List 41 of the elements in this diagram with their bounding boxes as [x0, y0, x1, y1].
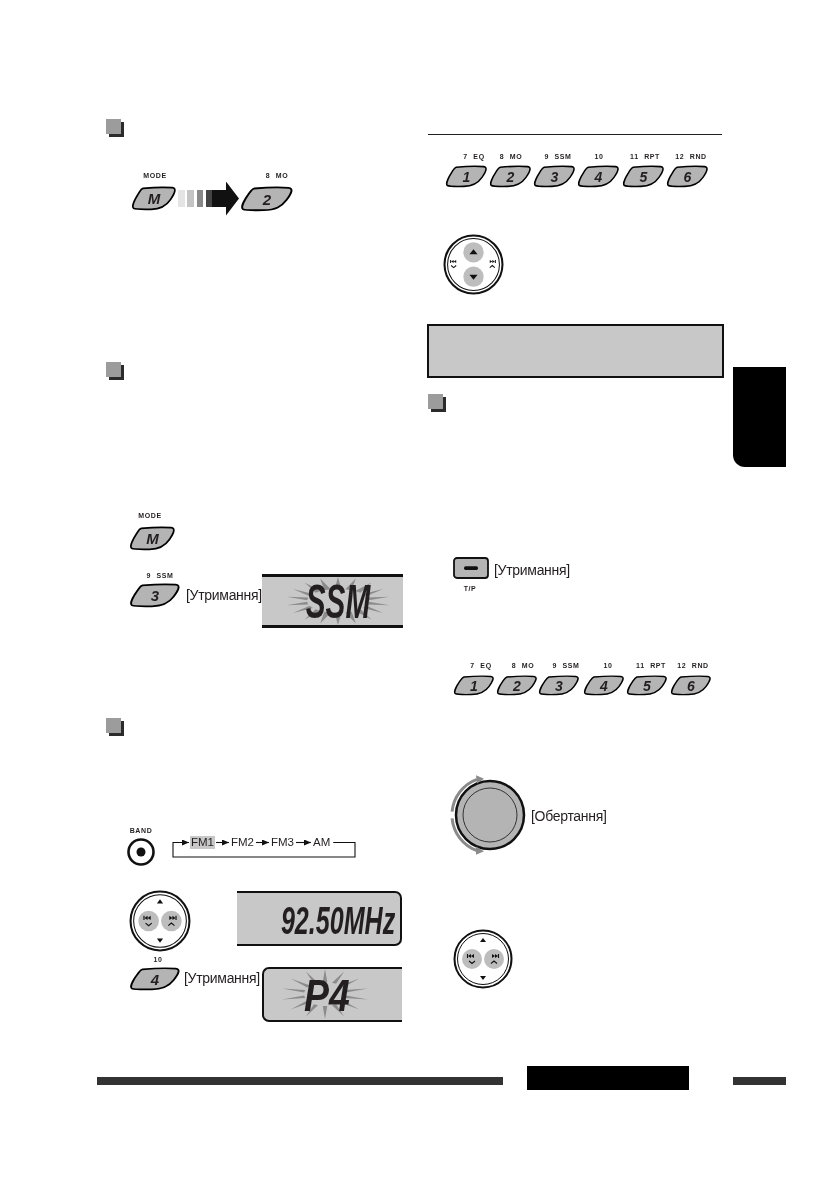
number-button: 1 [453, 675, 495, 696]
direction-pad-icon [443, 234, 504, 295]
flow-arrow [255, 839, 270, 846]
display-text: SSM [305, 578, 371, 626]
minus-button-icon [453, 557, 489, 579]
lcd-display [262, 574, 403, 628]
band-option: FM3 [270, 836, 295, 849]
number-button: 6 [666, 165, 709, 188]
number-button: 2 [240, 186, 294, 212]
band-option: AM [312, 836, 332, 849]
mode-button: M [129, 526, 176, 551]
flow-arrow [172, 839, 356, 858]
band-option: FM2 [230, 836, 255, 849]
number-button: 5 [626, 675, 668, 696]
number-button: 4 [583, 675, 625, 696]
number-button: 2 [489, 165, 532, 188]
mode-button: M [131, 186, 177, 211]
number-button: 3 [538, 675, 580, 696]
number-button: 3 [129, 583, 181, 608]
lcd-display [237, 891, 402, 946]
instruction-text: [Обертання] [531, 808, 607, 824]
direction-pad-icon [129, 890, 191, 952]
block-arrow [178, 181, 239, 216]
flow-arrow [215, 839, 230, 846]
number-button: 2 [496, 675, 538, 696]
band-option: FM1 [190, 836, 215, 849]
instruction-text: [Утримання] [186, 587, 262, 603]
instruction-text: [Утримання] [494, 562, 570, 578]
number-button: 6 [670, 675, 712, 696]
number-button: 5 [622, 165, 665, 188]
display-text: P4 [304, 974, 350, 1018]
direction-pad-icon [453, 929, 513, 989]
round-button-icon [127, 838, 155, 866]
number-button: 4 [577, 165, 620, 188]
flow-arrow [295, 839, 312, 846]
number-button: 4 [129, 967, 181, 991]
instruction-text: [Утримання] [184, 970, 260, 986]
display-text: 92.50MHz [280, 902, 395, 940]
lcd-display [262, 967, 402, 1022]
number-button: 3 [533, 165, 576, 188]
number-button: 1 [445, 165, 488, 188]
